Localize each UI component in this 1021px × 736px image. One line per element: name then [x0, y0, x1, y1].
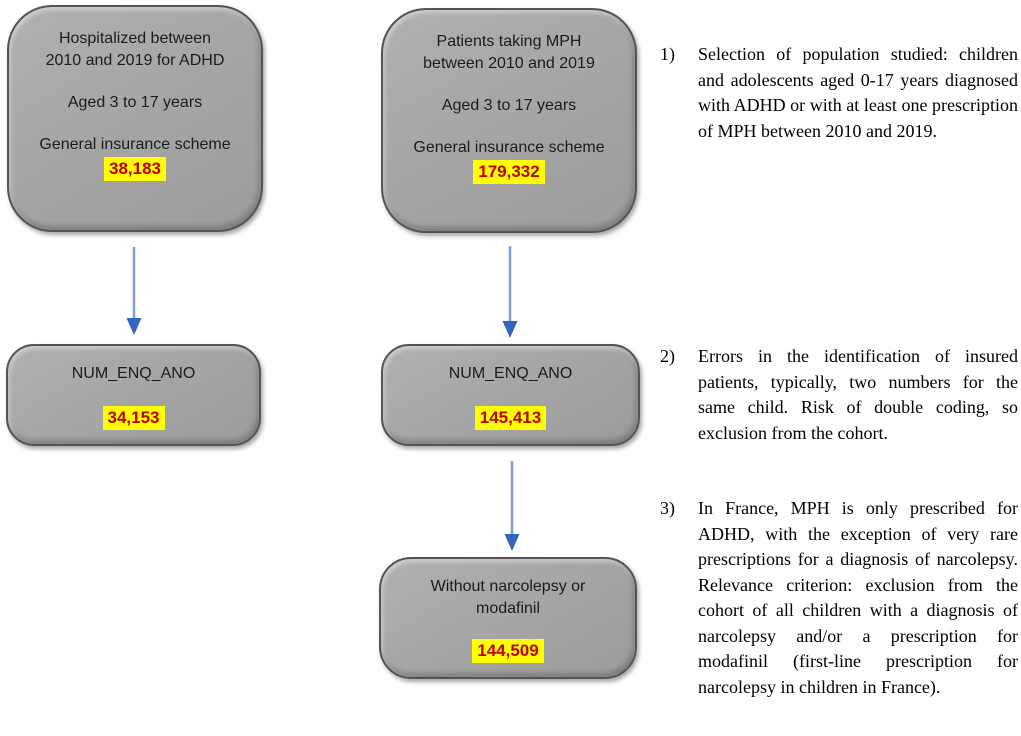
box-text-line: Hospitalized between [58, 30, 212, 47]
box-text-line: Aged 3 to 17 years [67, 94, 203, 111]
box-text-line: Without narcolepsy or [430, 578, 586, 595]
box-hospitalized-adhd: Hospitalized between 2010 and 2019 for A… [7, 5, 263, 232]
box-text-line: modafinil [475, 600, 541, 617]
note-marker: 2) [660, 346, 675, 366]
box-num-enq-ano-left: NUM_ENQ_ANO 34,153 [6, 344, 261, 446]
note-text: Errors in the identification of insured … [698, 346, 1018, 443]
box-text-line: General insurance scheme [413, 139, 605, 156]
box-text-line: between 2010 and 2019 [423, 55, 595, 72]
note-text: Selection of population studied: childre… [698, 44, 1018, 141]
box-text-line: 2010 and 2019 for ADHD [45, 52, 225, 69]
count-highlight: 34,153 [102, 406, 165, 430]
note-marker: 1) [660, 44, 675, 64]
count-highlight: 144,509 [472, 639, 544, 663]
note-2: 2) Errors in the identification of insur… [660, 344, 1018, 446]
down-arrow-right-lower-icon [504, 461, 520, 551]
down-arrow-left-icon [126, 247, 142, 335]
box-patients-mph: Patients taking MPH between 2010 and 201… [381, 8, 637, 233]
box-text-line: Patients taking MPH [436, 33, 582, 50]
box-text-line: Aged 3 to 17 years [441, 97, 577, 114]
note-1: 1) Selection of population studied: chil… [660, 42, 1018, 144]
count-highlight: 38,183 [104, 157, 166, 181]
count-highlight: 145,413 [474, 406, 547, 430]
note-text: In France, MPH is only prescribed for AD… [698, 498, 1018, 697]
count-highlight: 179,332 [473, 160, 545, 184]
box-text-line: General insurance scheme [39, 136, 231, 153]
note-marker: 3) [660, 498, 675, 518]
down-arrow-right-upper-icon [502, 246, 518, 338]
box-text-line: NUM_ENQ_ANO [71, 365, 196, 382]
note-3: 3) In France, MPH is only prescribed for… [660, 496, 1018, 700]
box-num-enq-ano-right: NUM_ENQ_ANO 145,413 [381, 344, 640, 446]
box-text-line: NUM_ENQ_ANO [448, 365, 573, 382]
box-without-narcolepsy: Without narcolepsy or modafinil 144,509 [379, 557, 637, 679]
